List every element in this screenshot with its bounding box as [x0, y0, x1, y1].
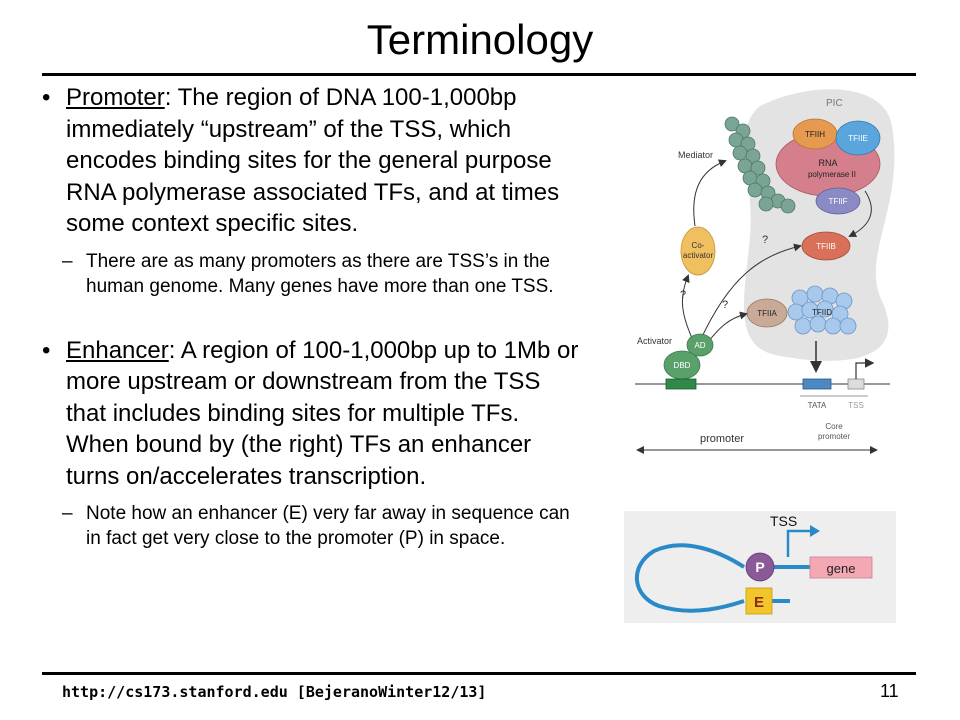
loop-tss-arrowhead [810, 525, 820, 537]
sub-dash: – [62, 250, 73, 272]
tss-label: TSS [848, 401, 864, 410]
sub-bullet-enhancer-text: Note how an enhancer (E) very far away i… [86, 503, 570, 549]
tata-box [802, 378, 832, 390]
enhancer-e [745, 587, 773, 615]
bullet-enhancer: • Enhancer: A region of 100-1,000bp up to… [42, 335, 587, 493]
tss-box [847, 378, 865, 390]
sub-bullet-promoter-text: There are as many promoters as there are… [86, 250, 554, 297]
title-rule [42, 73, 916, 76]
bullet-promoter: • Promoter: The region of DNA 100-1,000bp… [42, 82, 587, 240]
core-promoter-label-1: Core [825, 422, 843, 431]
footer-url: http://cs173.stanford.edu [BejeranoWinte… [62, 683, 487, 701]
pic-diagram: PIC Mediator RNA polymerase II TFIIH TFI… [635, 89, 895, 454]
loop-tss-label: TSS [770, 513, 797, 529]
promoter-p-label: P [755, 559, 764, 575]
question-mark-2: ? [680, 289, 686, 301]
tss-arrow [855, 358, 875, 379]
activator-label: Activator [637, 336, 672, 346]
tfiif [815, 187, 861, 215]
slide-title: Terminology [366, 16, 594, 63]
slide-content: • Promoter: The region of DNA 100-1,000bp… [42, 82, 587, 551]
bullet-dot: • [42, 84, 51, 111]
tfiib-label: TFIIB [816, 242, 836, 251]
pic-label: PIC [826, 98, 843, 109]
core-promoter-label-2: promoter [818, 432, 850, 441]
rna-pol-label-2: polymerase II [808, 170, 856, 179]
mediator-complex [724, 116, 796, 214]
arrow-coactivator-mediator [693, 159, 727, 227]
coactivator [680, 226, 716, 276]
activator-ad [686, 333, 714, 357]
gene-label: gene [827, 561, 856, 576]
arrow-tfiif-tfiib [848, 190, 872, 237]
sub-bullet-promoter: –There are as many promoters as there ar… [42, 249, 587, 299]
dbd-label: DBD [674, 361, 691, 370]
question-mark-1: ? [762, 234, 768, 246]
activator-binding-site [665, 378, 697, 390]
loop-tss-arrow [786, 529, 810, 557]
sub-bullet-enhancer: –Note how an enhancer (E) very far away … [42, 501, 587, 551]
sub-dash: – [62, 503, 73, 524]
coactivator-label-1: Co- [692, 241, 705, 250]
tfiie-label: TFIIE [848, 134, 868, 143]
term-enhancer: Enhancer [66, 336, 169, 364]
arrow-activator-tfiib [699, 243, 802, 342]
promoter-label: promoter [700, 433, 744, 445]
tfiia-label: TFIIA [757, 309, 777, 318]
bullet-enhancer-text: : A region of 100-1,000bp up to 1Mb or m… [66, 336, 579, 490]
promoter-p [745, 552, 775, 582]
page-number: 11 [880, 681, 899, 701]
arrow-activator-coactivator [681, 274, 693, 339]
rna-pol-label-1: RNA [818, 158, 837, 168]
tfiib [801, 231, 851, 261]
tata-label: TATA [808, 401, 827, 410]
enhancer-e-label: E [754, 594, 764, 611]
footer-rule [42, 672, 916, 675]
term-promoter: Promoter [66, 84, 165, 111]
bullet-promoter-text: : The region of DNA 100-1,000bp immediat… [66, 84, 560, 237]
coactivator-label-2: activator [683, 251, 714, 260]
tfiid-complex [787, 285, 857, 335]
gene-box [809, 556, 873, 579]
enhancer-loop-diagram: gene TSS P E [624, 511, 896, 623]
question-mark-3: ? [722, 299, 728, 311]
tfiid-label: TFIID [812, 308, 832, 317]
tfiif-label: TFIIF [828, 197, 847, 206]
tfiie [835, 120, 881, 156]
dna-loop [635, 543, 746, 613]
ad-label: AD [694, 341, 705, 350]
tfiih-label: TFIIH [805, 130, 825, 139]
bullet-dot: • [42, 336, 51, 364]
mediator-label: Mediator [678, 150, 713, 160]
